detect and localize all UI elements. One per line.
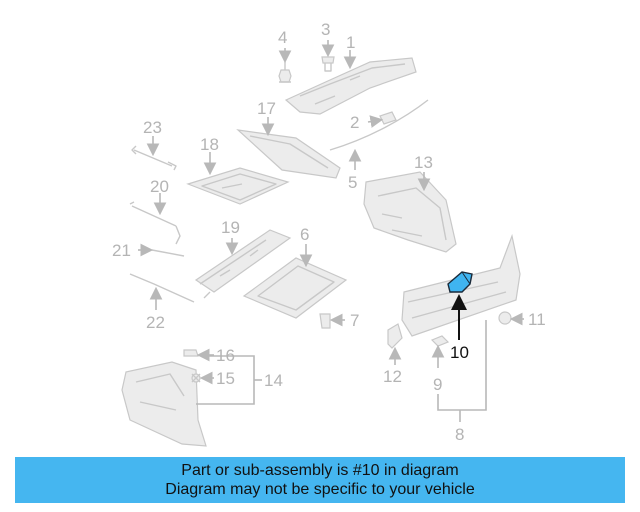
part-3-clip bbox=[321, 56, 335, 72]
callout-4: 4 bbox=[278, 28, 287, 47]
callout-1: 1 bbox=[346, 33, 355, 52]
part-9-pad bbox=[430, 335, 450, 347]
part-4-clip bbox=[278, 62, 292, 83]
callout-8: 8 bbox=[455, 425, 464, 444]
part-19-jack bbox=[194, 229, 292, 299]
callout-2: 2 bbox=[350, 113, 359, 132]
part-21-rod bbox=[151, 249, 185, 257]
callout-23: 23 bbox=[143, 118, 162, 137]
part-7-hook bbox=[319, 313, 331, 329]
callout-17: 17 bbox=[257, 99, 276, 118]
part-17-trim-panel bbox=[236, 129, 341, 179]
part-10-clip-highlighted bbox=[447, 271, 473, 293]
callout-22: 22 bbox=[146, 313, 165, 332]
callout-8-bracket bbox=[437, 320, 487, 422]
part-14-side-panel bbox=[121, 361, 207, 447]
part-18-tool-tray bbox=[186, 167, 290, 205]
part-11-grommet bbox=[498, 311, 512, 325]
callout-20: 20 bbox=[150, 177, 169, 196]
info-banner: Part or sub-assembly is #10 in diagram D… bbox=[15, 457, 625, 503]
callout-14: 14 bbox=[264, 371, 283, 390]
part-22-screwdriver bbox=[129, 273, 195, 303]
callout-21: 21 bbox=[112, 241, 131, 260]
callout-19: 19 bbox=[221, 218, 240, 237]
callout-15: 15 bbox=[216, 369, 235, 388]
part-1-parcel-shelf bbox=[284, 57, 417, 115]
callout-10: 10 bbox=[450, 343, 469, 362]
callout-11: 11 bbox=[528, 310, 546, 329]
callout-5: 5 bbox=[348, 173, 357, 192]
callout-18: 18 bbox=[200, 135, 219, 154]
callout-12: 12 bbox=[383, 367, 402, 386]
banner-line-1: Part or sub-assembly is #10 in diagram bbox=[181, 462, 459, 479]
banner-line-2: Diagram may not be specific to your vehi… bbox=[165, 481, 475, 498]
part-13-side-trim bbox=[363, 171, 457, 253]
callout-3: 3 bbox=[321, 20, 330, 39]
callout-16: 16 bbox=[216, 346, 235, 365]
part-16-clip bbox=[183, 349, 199, 357]
part-23-wrench bbox=[131, 145, 177, 171]
callout-6: 6 bbox=[300, 225, 309, 244]
parts-diagram: 4 3 1 17 2 5 23 18 2 bbox=[112, 20, 546, 447]
part-5-seal-strip bbox=[329, 99, 429, 151]
part-12-latch-cover bbox=[387, 323, 403, 349]
part-6-floor-mat bbox=[242, 257, 348, 319]
callout-13: 13 bbox=[414, 153, 433, 172]
part-20-lug-wrench bbox=[129, 201, 181, 245]
callout-9: 9 bbox=[433, 375, 442, 394]
callout-7: 7 bbox=[350, 311, 359, 330]
part-15-screw bbox=[191, 373, 201, 383]
